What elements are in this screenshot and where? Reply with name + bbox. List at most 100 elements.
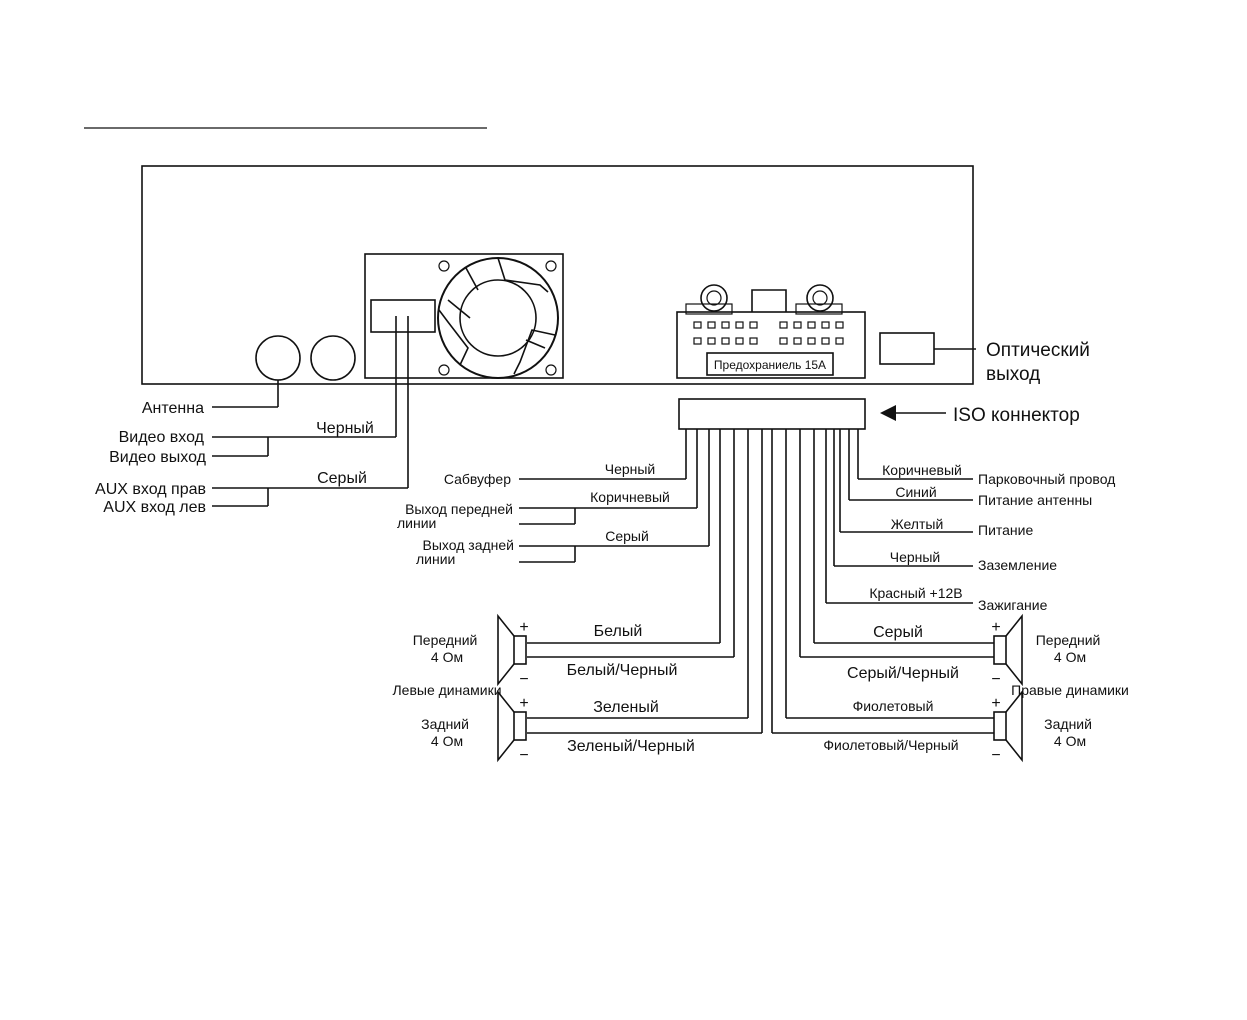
left-rear-speaker-label: Задний 4 Ом [421,716,473,749]
rear-line-wire-label: Серый [605,528,649,544]
aux-right-label: AUX вход прав [95,481,206,498]
iso-arrow-head [880,405,896,421]
minus-sign: − [519,747,528,764]
rear-line-output-label: Выход задней [423,537,515,553]
optical-line-1: Оптический [986,340,1090,361]
speakers-group: +−+−+−+− [497,613,1023,764]
connector-pin [735,321,744,329]
iso-connector-label: ISO коннектор [953,405,1080,426]
left-speakers-group-label: Левые динамики [392,682,501,698]
front-line-output-label-2: линии [397,515,436,531]
connector-pin [735,337,744,345]
right-front-speaker-icon: +− [991,613,1023,688]
connector-pin [721,337,730,345]
fuse-label: Предохраниель 15А [714,358,826,372]
minus-sign: − [991,747,1000,764]
left-front-speaker-label: Передний 4 Ом [413,632,482,665]
left-rear-speaker-icon: +− [497,689,529,764]
right-speakers-group-label: Правые динамики [1011,682,1129,698]
front-line-wire-label: Коричневый [590,489,670,505]
plus-sign: + [991,695,1000,712]
video-out-label: Видео выход [109,449,207,466]
connector-pin [721,321,730,329]
iso-socket-icon [676,284,866,379]
aux-left-label: AUX вход лев [103,499,206,516]
optical-output-port [879,332,935,365]
video-in-label: Видео вход [119,429,205,446]
parking-label: Парковочный провод [978,471,1115,487]
antenna-socket [255,335,301,381]
connector-pin [693,337,702,345]
connector-pin [707,337,716,345]
right-rear-speaker-icon: +− [991,689,1023,764]
right-front-neg-label: Серый/Черный [847,665,959,682]
parking-wire-label: Коричневый [882,462,962,478]
subwoofer-wire-label: Черный [605,461,656,477]
right-front-speaker-label: Передний 4 Ом [1036,632,1105,665]
connector-pin [835,337,844,345]
left-front-pos-label: Белый [594,623,643,640]
left-front-speaker-icon: +− [497,613,529,688]
rear-line-label-2: линии [416,551,455,567]
left-rear-neg-label: Зеленый/Черный [567,738,695,755]
connector-pin [807,337,816,345]
gray-wire-label: Серый [317,470,367,487]
rf-line-1: Передний [1036,632,1101,648]
lr-line-2: 4 Ом [431,733,463,749]
cooling-fan-icon [364,253,564,379]
connector-pin [821,337,830,345]
ground-wire-label: Черный [890,549,941,565]
antenna-power-label: Питание антенны [978,492,1092,508]
optical-line-2: выход [986,364,1040,385]
lf-line-1: Передний [413,632,478,648]
optical-output-label: Оптический выход [986,340,1095,385]
connector-pin [693,321,702,329]
minus-sign: − [519,671,528,688]
right-rear-pos-label: Фиолетовый [853,698,934,714]
connector-pin [749,321,758,329]
lf-line-2: 4 Ом [431,649,463,665]
minus-sign: − [991,671,1000,688]
power-wire-label: Желтый [891,516,944,532]
right-rear-speaker-label: Задний 4 Ом [1044,716,1096,749]
ignition-wire-label: Красный +12В [869,585,962,601]
front-line-label-2: линии [397,515,436,531]
right-rear-neg-label: Фиолетовый/Черный [823,737,958,753]
plus-sign: + [519,695,528,712]
rear-line-label-1: Выход задней [423,537,515,553]
connector-pins [693,321,844,345]
rear-line-output-label-2: линии [416,551,455,567]
black-wire-label: Черный [316,420,374,437]
connector-pin [793,337,802,345]
connector-pin [835,321,844,329]
power-label: Питание [978,522,1033,538]
lr-line-1: Задний [421,716,469,732]
connector-pin [807,321,816,329]
antenna-label: Антенна [142,400,204,417]
connector-pin [821,321,830,329]
rr-line-2: 4 Ом [1054,733,1086,749]
right-front-pos-label: Серый [873,624,923,641]
iso-plug [678,398,866,430]
front-line-label-1: Выход передней [405,501,513,517]
plus-sign: + [991,619,1000,636]
connector-pin [779,321,788,329]
rr-line-1: Задний [1044,716,1092,732]
left-rear-pos-label: Зеленый [593,699,659,716]
antenna-power-wire-label: Синий [895,484,936,500]
second-socket [310,335,356,381]
head-unit-rear-panel [141,165,974,385]
connector-pin [793,321,802,329]
rca-jack-block [370,299,436,333]
front-line-output-label: Выход передней [405,501,513,517]
ground-label: Заземление [978,557,1057,573]
rf-line-2: 4 Ом [1054,649,1086,665]
left-front-neg-label: Белый/Черный [567,662,678,679]
connector-pin [707,321,716,329]
connector-pin [749,337,758,345]
connector-pin [779,337,788,345]
plus-sign: + [519,619,528,636]
subwoofer-label: Сабвуфер [444,471,511,487]
ignition-label: Зажигание [978,597,1048,613]
